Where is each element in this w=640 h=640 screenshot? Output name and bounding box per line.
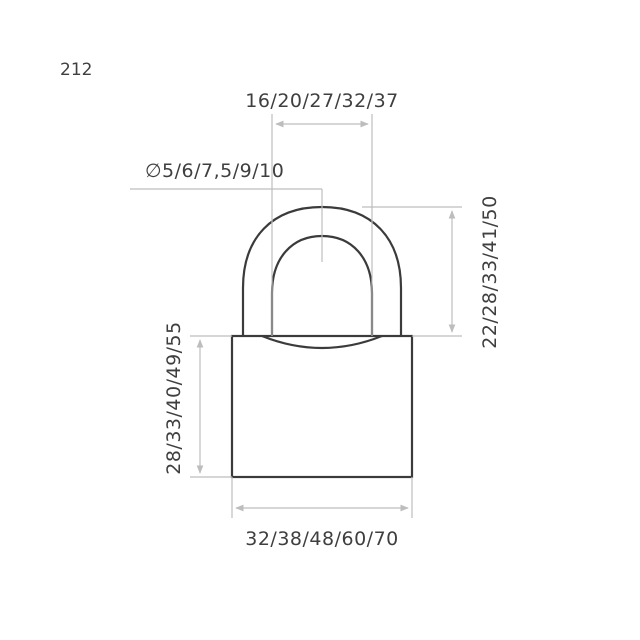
shackle-base-curve bbox=[261, 334, 383, 350]
label-body-width: 32/38/48/60/70 bbox=[245, 528, 399, 550]
label-shackle-inner-width: 16/20/27/32/37 bbox=[245, 90, 399, 112]
label-shackle-diameter: ∅5/6/7,5/9/10 bbox=[145, 160, 284, 182]
label-body-height: 28/33/40/49/55 bbox=[163, 321, 185, 475]
model-code: 212 bbox=[60, 60, 92, 80]
label-shackle-height: 22/28/33/41/50 bbox=[479, 195, 501, 349]
padlock-body bbox=[230, 334, 414, 479]
